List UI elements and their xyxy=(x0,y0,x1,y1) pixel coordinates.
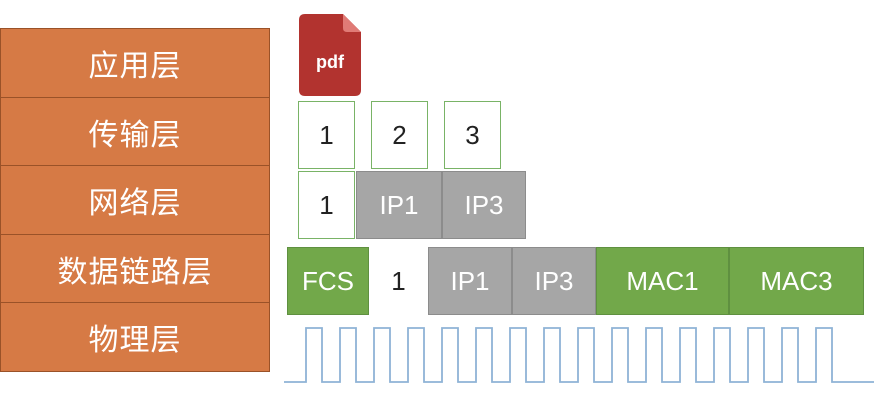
layer-physical: 物理层 xyxy=(0,302,270,372)
frame-ip3: IP3 xyxy=(512,247,596,315)
pdf-file-icon xyxy=(299,14,361,96)
pdf-icon-label: pdf xyxy=(316,52,344,72)
frame-mac1: MAC1 xyxy=(596,247,729,315)
frame-payload: 1 xyxy=(369,247,428,315)
network-header-ip3: IP3 xyxy=(442,171,526,239)
network-payload: 1 xyxy=(298,171,355,239)
square-wave-icon xyxy=(284,327,874,383)
layer-application: 应用层 xyxy=(0,28,270,98)
transport-segment-3: 3 xyxy=(444,101,501,169)
layer-datalink: 数据链路层 xyxy=(0,233,270,304)
layer-stack: 应用层 传输层 网络层 数据链路层 物理层 xyxy=(0,28,270,372)
transport-segment-1: 1 xyxy=(298,101,355,169)
frame-fcs: FCS xyxy=(287,247,369,315)
transport-segment-2: 2 xyxy=(371,101,428,169)
network-header-ip1: IP1 xyxy=(356,171,442,239)
frame-mac3: MAC3 xyxy=(729,247,864,315)
layer-network: 网络层 xyxy=(0,165,270,235)
frame-ip1: IP1 xyxy=(428,247,512,315)
layer-transport: 传输层 xyxy=(0,96,270,167)
